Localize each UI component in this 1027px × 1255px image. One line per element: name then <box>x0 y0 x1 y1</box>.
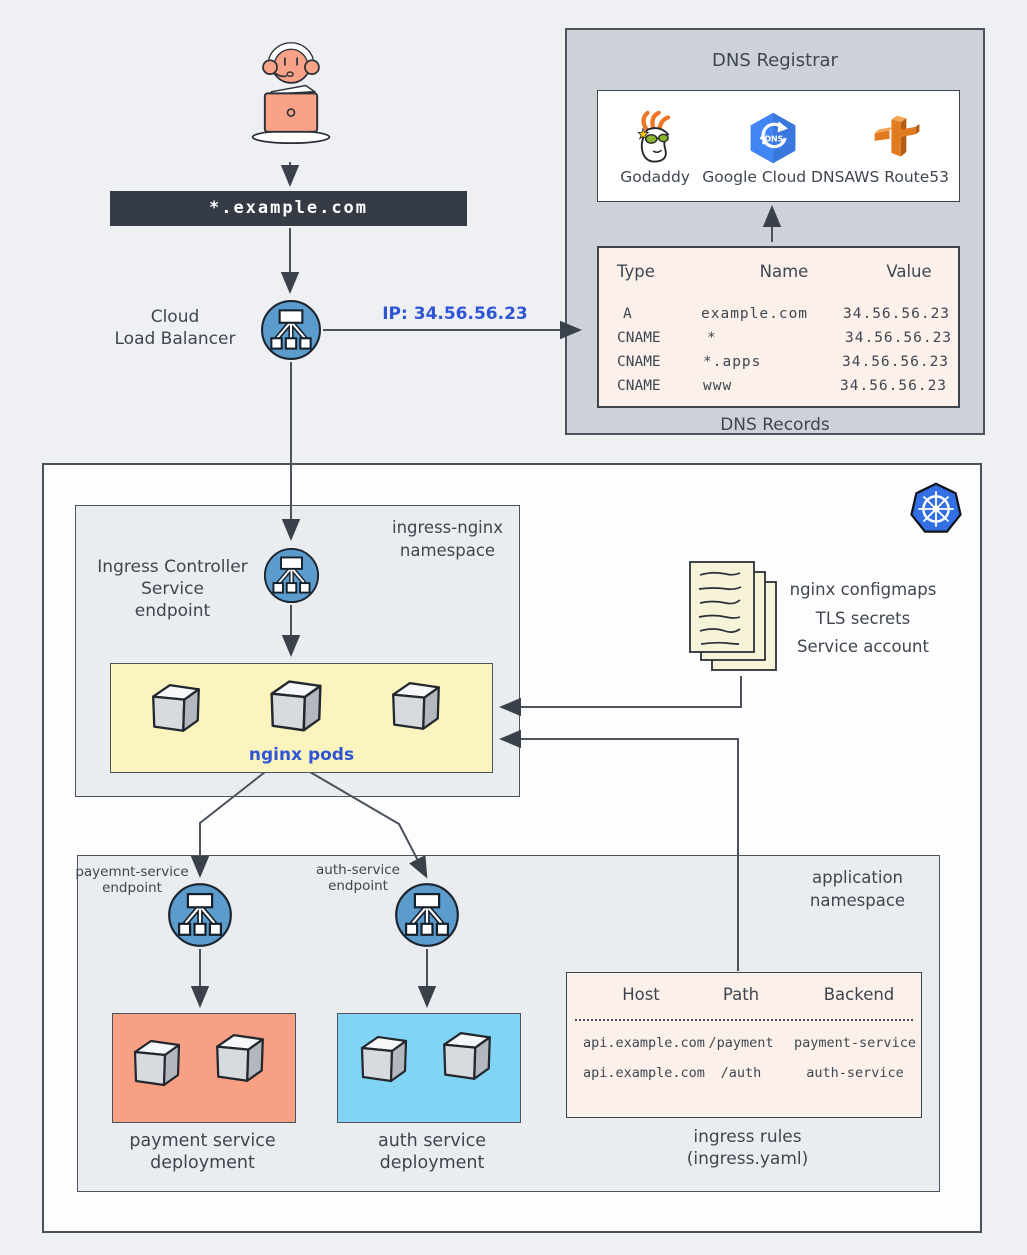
rules-col-header-host: Host <box>622 985 660 1004</box>
cell-value: 34.56.56.23 <box>843 306 951 322</box>
payment-deployment-label: payment service deployment <box>129 1131 276 1173</box>
ingress-namespace-label: ingress-nginx namespace <box>392 518 503 560</box>
rules-col-header-backend: Backend <box>823 985 895 1004</box>
cell-path: /auth <box>720 1065 762 1081</box>
nginx-pods-label: nginx pods <box>248 745 355 765</box>
provider-google-cloud-dns: DNS Google Cloud DNS <box>702 110 844 186</box>
kubernetes-helm-icon <box>910 482 962 533</box>
gcp-dns-icon-text: DNS <box>765 135 784 144</box>
cell-backend: payment-service <box>794 1035 916 1051</box>
pod-cube-icon <box>211 1030 269 1088</box>
cell-value: 34.56.56.23 <box>845 330 953 346</box>
auth-deployment-box <box>337 1013 521 1123</box>
cell-path: /payment <box>708 1035 774 1051</box>
cell-value: 34.56.56.23 <box>842 354 950 370</box>
pod-cube-icon <box>265 676 327 738</box>
provider-aws-route53: AWS Route53 <box>844 110 949 186</box>
lb-ip-label: IP: 34.56.56.23 <box>382 304 528 324</box>
cell-name: www <box>703 378 733 394</box>
arrow-pods-to-auth-endpoint <box>309 771 428 879</box>
cell-host: api.example.com <box>583 1035 705 1051</box>
payment-service-endpoint-node <box>167 882 233 948</box>
domain-banner: *.example.com <box>110 191 467 226</box>
provider-name: Google Cloud DNS <box>702 168 845 186</box>
cell-type: CNAME <box>617 378 661 394</box>
configs-label: nginx configmaps TLS secrets Service acc… <box>789 580 937 656</box>
dns-providers-box: Godaddy DNS Google Cloud DNS <box>597 90 960 202</box>
dns-col-header-value: Value <box>886 262 932 281</box>
load-balancer-label: Cloud Load Balancer <box>114 307 236 349</box>
ingress-rules-caption: ingress rules (ingress.yaml) <box>686 1127 809 1169</box>
dns-records-table: Type Name Value A example.com 34.56.56.2… <box>597 246 960 408</box>
rules-header-separator <box>575 1019 913 1021</box>
provider-name: Godaddy <box>620 168 690 186</box>
pod-cube-icon <box>356 1032 412 1088</box>
nginx-pods-box: nginx pods <box>110 663 493 773</box>
dns-col-header-name: Name <box>759 262 809 281</box>
ingress-controller-endpoint-label: Ingress Controller Service endpoint <box>97 557 248 621</box>
application-namespace-label: application namespace <box>809 868 906 910</box>
person-at-laptop-icon <box>251 42 331 144</box>
documents-stack-icon <box>689 561 777 671</box>
payment-deployment-box <box>112 1013 296 1123</box>
dns-col-header-type: Type <box>617 262 655 281</box>
user-illustration <box>243 32 339 160</box>
cell-value: 34.56.56.23 <box>840 378 948 394</box>
dns-registrar-box: DNS Registrar Godaddy <box>565 28 985 435</box>
google-cloud-dns-icon: DNS <box>750 112 796 164</box>
cell-name: * <box>707 330 717 346</box>
provider-godaddy: Godaddy <box>608 110 702 186</box>
dns-records-caption: DNS Records <box>720 415 830 435</box>
rules-col-header-path: Path <box>722 985 760 1004</box>
auth-deployment-label: auth service deployment <box>377 1131 487 1173</box>
cell-type: CNAME <box>617 354 661 370</box>
provider-name: AWS Route53 <box>844 168 949 186</box>
cell-host: api.example.com <box>583 1065 705 1081</box>
godaddy-icon <box>637 110 671 163</box>
arrow-pods-to-payment-endpoint <box>190 771 266 878</box>
cell-name: *.apps <box>703 354 762 370</box>
kubernetes-logo <box>908 481 964 537</box>
service-endpoint-icon <box>395 883 459 947</box>
ingress-controller-endpoint-node <box>263 547 320 604</box>
pod-cube-icon <box>147 680 205 738</box>
cell-backend: auth-service <box>806 1065 904 1081</box>
cell-type: CNAME <box>617 330 661 346</box>
payment-endpoint-label: payemnt-service endpoint <box>75 864 189 896</box>
pod-cube-icon <box>438 1028 496 1086</box>
aws-route53-icon <box>874 115 920 157</box>
cell-type: A <box>623 306 632 322</box>
load-balancer-icon <box>261 300 321 360</box>
dns-registrar-title: DNS Registrar <box>712 50 838 71</box>
service-endpoint-icon <box>263 547 320 604</box>
service-endpoint-icon <box>168 883 232 947</box>
pod-cube-icon <box>129 1036 185 1092</box>
auth-endpoint-label: auth-service endpoint <box>316 862 400 894</box>
ingress-rules-table: Host Path Backend api.example.com /payme… <box>566 972 922 1118</box>
pod-cube-icon <box>387 678 445 736</box>
arrow-ingress-rules-to-pods <box>499 729 739 971</box>
cloud-load-balancer-node <box>260 299 322 361</box>
cell-name: example.com <box>701 306 809 322</box>
auth-service-endpoint-node <box>394 882 460 948</box>
arrow-configs-to-pods <box>499 676 742 717</box>
config-documents <box>688 560 788 678</box>
